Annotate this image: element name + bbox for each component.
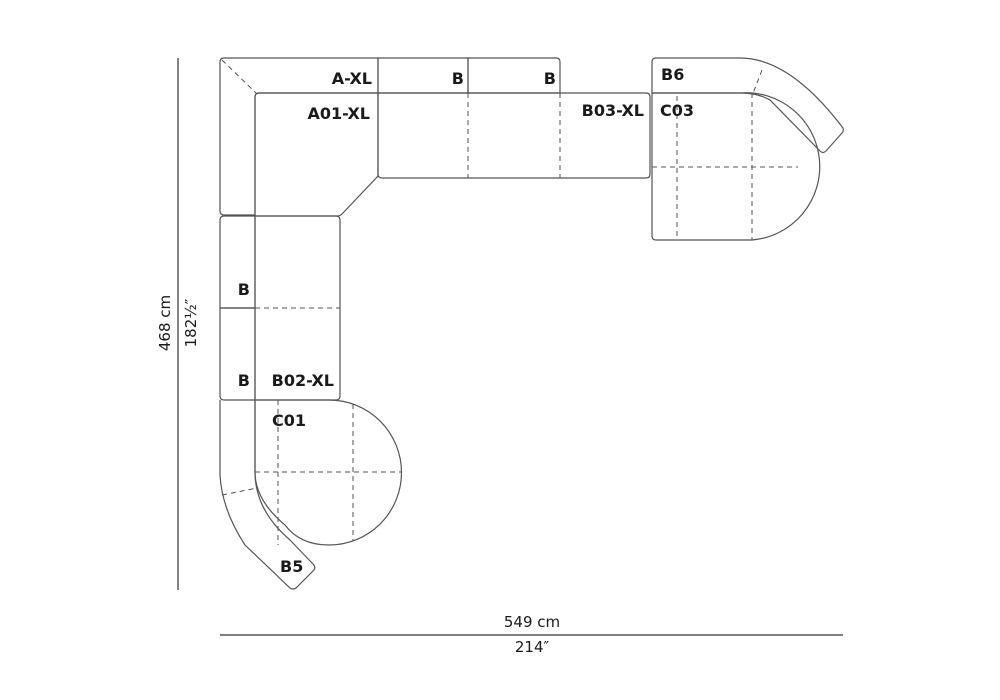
height-cm-label: 468 cm [156, 295, 174, 351]
corner-seam [221, 59, 257, 94]
module-b-top-2 [467, 57, 561, 94]
label-b-left-2: B [238, 371, 250, 390]
label-c01: C01 [272, 411, 306, 430]
module-c01 [254, 399, 403, 546]
width-in-label: 214″ [515, 638, 550, 656]
module-b6 [651, 57, 844, 154]
label-b03-xl: B03-XL [582, 101, 644, 120]
label-b02-xl: B02-XL [272, 371, 334, 390]
label-a-xl: A-XL [332, 69, 372, 88]
module-b03-xl [377, 92, 651, 179]
label-b-top-1: B [452, 69, 464, 88]
label-c03: C03 [660, 101, 694, 120]
label-b6: B6 [661, 65, 684, 84]
width-cm-label: 549 cm [504, 613, 560, 631]
module-c03 [651, 92, 821, 241]
module-b5 [219, 400, 316, 590]
module-b-left-2 [219, 307, 256, 401]
label-b-top-2: B [544, 69, 556, 88]
label-b-left-1: B [238, 280, 250, 299]
height-in-label: 182½″ [182, 298, 200, 347]
label-b5: B5 [280, 557, 303, 576]
label-a01-xl: A01-XL [307, 104, 370, 123]
